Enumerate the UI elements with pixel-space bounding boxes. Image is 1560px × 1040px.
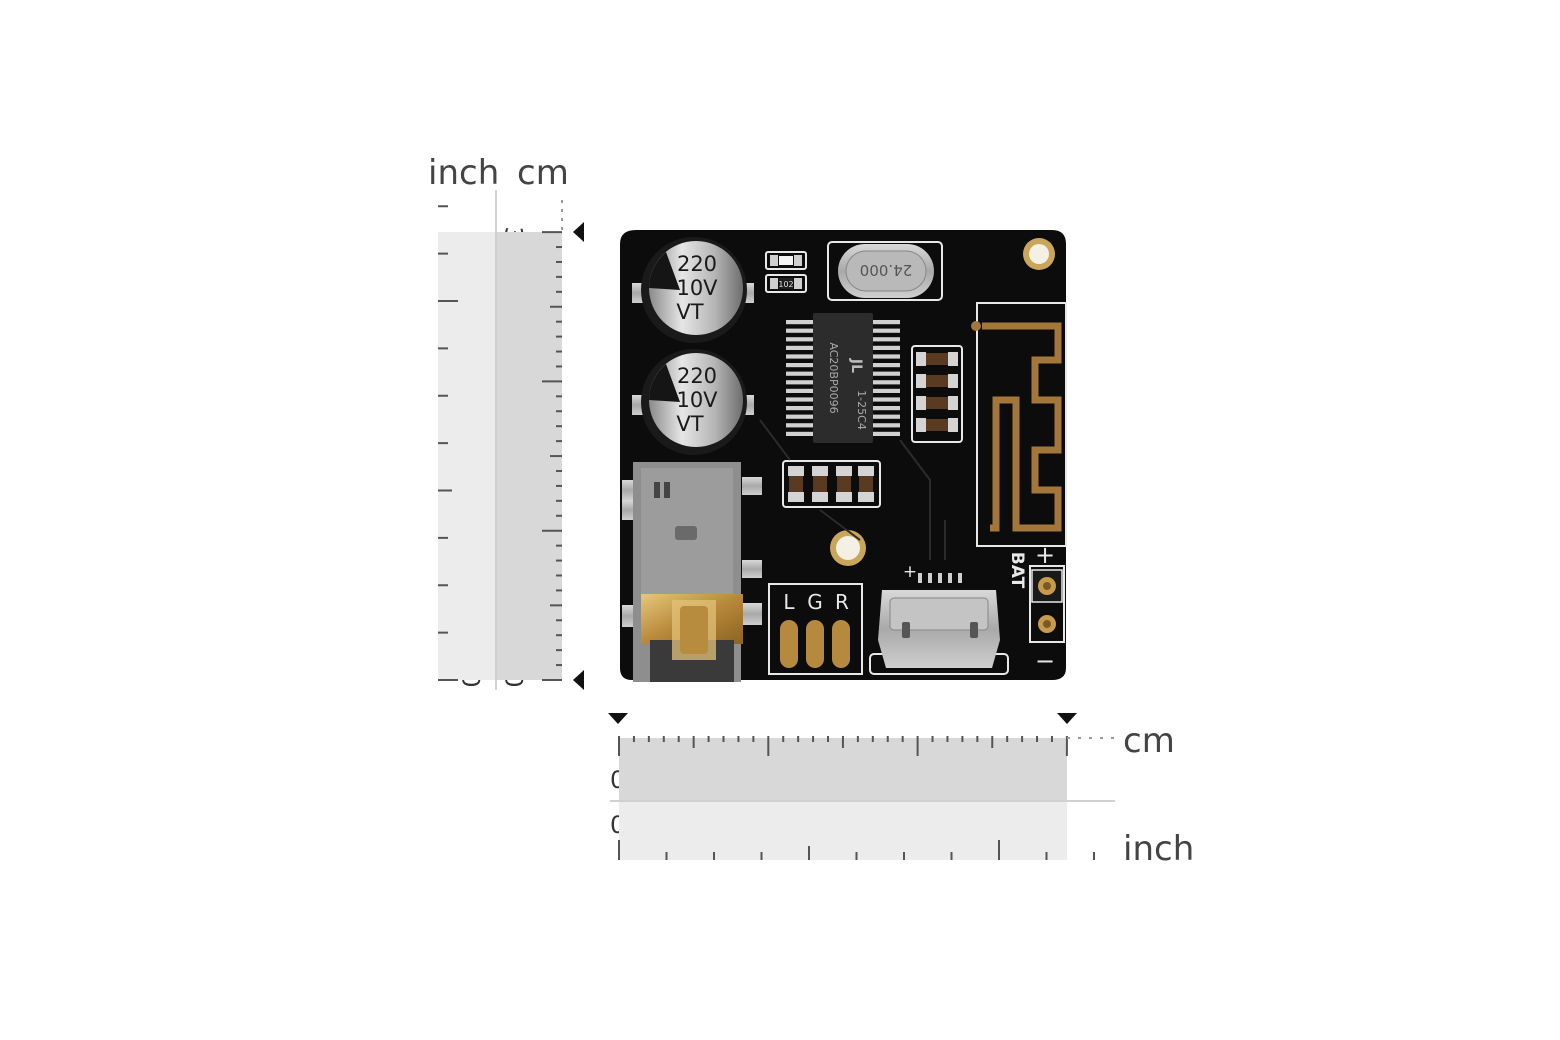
horizontal-ruler-inch-unit: inch [1123, 829, 1195, 869]
smd-body [813, 476, 827, 492]
usb-plus-text: + [903, 562, 917, 582]
horizontal-left-marker-icon [608, 713, 628, 724]
capacitor-value-text: 220 [677, 364, 717, 388]
ic-pin [872, 337, 900, 342]
ic-pin [786, 371, 814, 376]
smd-terminal [948, 352, 958, 366]
ic-pin [872, 320, 900, 325]
ic-pin [786, 423, 814, 428]
ic-pin [872, 397, 900, 402]
ic-pin [872, 363, 900, 368]
ic-pin [872, 345, 900, 350]
ic-pin [786, 380, 814, 385]
chip-batch-text: 1-25C4 [855, 390, 868, 430]
crystal-frequency-text: 24.000 [860, 261, 913, 279]
ic-pin [872, 406, 900, 411]
horizontal-ruler-body [608, 713, 1115, 860]
smd-resistor: 102 [765, 274, 807, 293]
resistor-code-text: 102 [778, 280, 793, 289]
ic-pin [786, 320, 814, 325]
smd-terminal [788, 466, 804, 476]
ic-pin [786, 328, 814, 333]
smd-terminal [948, 396, 958, 410]
bluetooth-audio-pcb: 220 10V VT 220 10V VT [620, 230, 1067, 682]
smd-body [859, 476, 873, 492]
smd-terminal [916, 352, 926, 366]
smd-terminal [948, 418, 958, 432]
horizontal-ruler-cm-unit: cm [1123, 721, 1175, 761]
ic-pin [786, 431, 814, 436]
smd-body [926, 419, 948, 431]
ic-pin [872, 431, 900, 436]
pcb-antenna [971, 302, 1067, 547]
battery-label: BAT [1007, 552, 1027, 589]
smd-terminal [916, 374, 926, 388]
smd-terminal [916, 418, 926, 432]
pad-label-ground: G [807, 590, 823, 614]
vertical-ruler-cm-unit: cm [517, 153, 569, 193]
battery-minus-text: − [1035, 647, 1055, 675]
ic-pin [872, 414, 900, 419]
vertical-ruler-inch-unit: inch [428, 153, 500, 193]
smd-terminal [948, 374, 958, 388]
capacitor-series-text: VT [676, 412, 703, 436]
smd-terminal [858, 492, 874, 502]
smd-body [789, 476, 803, 492]
vertical-ruler-body [438, 190, 584, 690]
ic-pin [872, 328, 900, 333]
audio-jack [622, 462, 762, 682]
horizontal-right-marker-icon [1057, 713, 1077, 724]
micro-usb-port: + [869, 562, 1009, 675]
ic-pin [872, 388, 900, 393]
bluetooth-chip: JL AC20BP0096 1-25C4 [786, 313, 900, 443]
electrolytic-capacitor: 220 10V VT [632, 237, 754, 343]
capacitor-voltage-text: 10V [676, 276, 718, 300]
smd-capacitor-array [911, 345, 963, 443]
smd-terminal [812, 466, 828, 476]
crystal-oscillator: 24.000 [827, 241, 943, 301]
capacitor-series-text: VT [676, 300, 703, 324]
smd-body [926, 353, 948, 365]
smd-terminal [788, 492, 804, 502]
battery-plus-text: + [1035, 541, 1055, 569]
smd-terminal [836, 466, 852, 476]
smd-body [926, 397, 948, 409]
battery-pads: BAT + − [1007, 541, 1065, 675]
capacitor-value-text: 220 [677, 252, 717, 276]
smd-terminal [812, 492, 828, 502]
pcb-traces [759, 419, 946, 560]
smd-body [837, 476, 851, 492]
ic-pin [786, 406, 814, 411]
smd-terminal [836, 492, 852, 502]
ic-pin [872, 423, 900, 428]
ic-pin [786, 337, 814, 342]
ic-pin [786, 414, 814, 419]
smd-body [926, 375, 948, 387]
capacitor-voltage-text: 10V [676, 388, 718, 412]
vertical-bottom-marker-icon [573, 670, 584, 690]
ic-pin [872, 380, 900, 385]
ic-pin [786, 363, 814, 368]
smd-led [765, 251, 807, 270]
pad-label-right: R [835, 590, 849, 614]
ic-pin [872, 371, 900, 376]
chip-logo: JL [848, 358, 864, 373]
vertical-top-marker-icon [573, 222, 584, 242]
pad-label-left: L [783, 590, 795, 614]
ic-pin [786, 397, 814, 402]
smd-resistor-array: 0 [782, 460, 881, 508]
ic-pin [872, 354, 900, 359]
line-in-pads: L G R [768, 583, 863, 675]
smd-terminal [916, 396, 926, 410]
electrolytic-capacitor: 220 10V VT [632, 349, 754, 455]
chip-model-text: AC20BP0096 [827, 342, 840, 413]
smd-terminal [858, 466, 874, 476]
ic-pin [786, 354, 814, 359]
ic-pin [786, 345, 814, 350]
ic-pin [786, 388, 814, 393]
